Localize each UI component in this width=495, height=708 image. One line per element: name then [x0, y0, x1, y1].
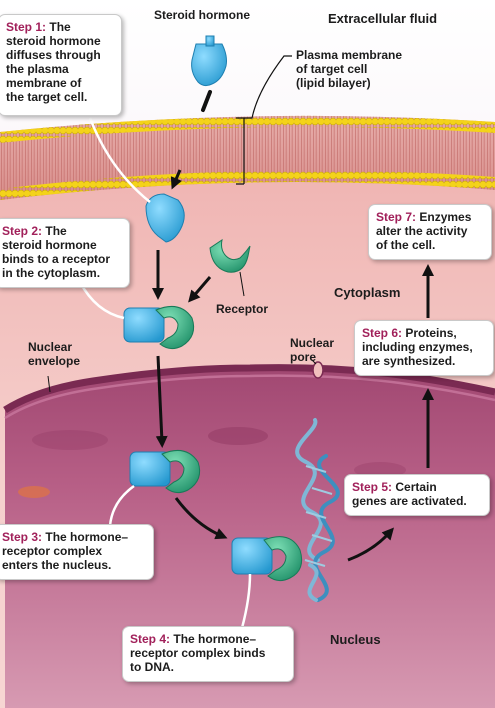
step4-text: to DNA.: [130, 660, 174, 674]
step1-callout: Step 1: The steroid hormone diffuses thr…: [0, 14, 122, 116]
hormone-receptor-complex-nucleus: [129, 449, 201, 494]
step3-text: The hormone–: [45, 530, 129, 544]
step5-text: Certain: [395, 480, 437, 494]
step7-number: Step 7:: [376, 210, 417, 224]
leader-receptor: [239, 271, 245, 297]
step3-number: Step 3:: [2, 530, 43, 544]
step1-text: the target cell.: [6, 90, 88, 104]
nuclear-envelope-inner: [4, 374, 495, 420]
label-extracellular-fluid: Extracellular fluid: [328, 11, 438, 26]
arrow-into-nucleus: [155, 355, 168, 448]
step6-text: Proteins,: [405, 326, 457, 340]
step2-text: in the cytoplasm.: [2, 266, 101, 280]
step6-callout: Step 6: Proteins, including enzymes, are…: [354, 320, 494, 376]
step4-text: The hormone–: [173, 632, 257, 646]
step1-number: Step 1:: [6, 20, 47, 34]
label-nuclear-pore: Nuclear pore: [290, 336, 335, 364]
step2-text: The: [45, 224, 67, 238]
step1-text: membrane of: [6, 76, 82, 90]
label-cytoplasm: Cytoplasm: [334, 285, 401, 300]
nuclear-pore: [312, 361, 324, 379]
arrow-gene-activation: [347, 527, 394, 562]
step2-callout: Step 2: The steroid hormone binds to a r…: [0, 218, 130, 288]
leader-step1: [88, 117, 151, 203]
step3-text: receptor complex: [2, 544, 103, 558]
nucleus-texture: [208, 427, 268, 445]
step2-number: Step 2:: [2, 224, 43, 238]
step6-number: Step 6:: [362, 326, 403, 340]
label-nucleus: Nucleus: [330, 632, 381, 647]
free-receptor: [209, 238, 251, 273]
nuclear-envelope: [3, 364, 495, 413]
hormone-in-membrane: [145, 193, 185, 243]
step7-text: Enzymes: [419, 210, 472, 224]
step1-text: The: [49, 20, 71, 34]
arrow-to-dna: [174, 497, 228, 540]
step2-text: binds to a receptor: [2, 252, 111, 266]
step7-text: alter the activity: [376, 224, 468, 238]
step4-text: receptor complex binds: [130, 646, 266, 660]
leader-plasma-membrane: [236, 55, 292, 185]
leader-step3: [108, 484, 135, 527]
steroid-hormone-molecule: [191, 35, 227, 112]
label-steroid-hormone: Steroid hormone: [154, 8, 251, 22]
step5-number: Step 5:: [352, 480, 393, 494]
step2-text: steroid hormone: [2, 238, 97, 252]
step7-text: of the cell.: [376, 238, 436, 252]
step1-text: steroid hormone: [6, 34, 101, 48]
step4-callout: Step 4: The hormone– receptor complex bi…: [122, 626, 294, 682]
membrane-outer-heads: [0, 115, 495, 143]
hormone-receptor-complex-cytoplasm: [123, 305, 195, 350]
step3-text: enters the nucleus.: [2, 558, 112, 572]
leader-step4: [240, 573, 252, 629]
step1-text: diffuses through: [6, 48, 101, 62]
step5-text: genes are activated.: [352, 494, 467, 508]
dna-helix: [295, 418, 340, 602]
label-plasma-membrane: Plasma membrane of target cell (lipid bi…: [296, 48, 403, 90]
label-nuclear-envelope: Nuclear envelope: [28, 340, 81, 368]
hormone-receptor-complex-dna: [231, 536, 303, 582]
leader-nuclear-envelope: [47, 375, 51, 393]
step4-number: Step 4:: [130, 632, 171, 646]
nucleolus: [18, 486, 50, 498]
step6-text: are synthesized.: [362, 354, 456, 368]
arrow-receptor-to-complex: [188, 276, 212, 303]
step6-text: including enzymes,: [362, 340, 473, 354]
step1-text: the plasma: [6, 62, 69, 76]
step3-callout: Step 3: The hormone– receptor complex en…: [0, 524, 154, 580]
step5-callout: Step 5: Certain genes are activated.: [344, 474, 490, 516]
nucleus-texture: [32, 430, 108, 450]
leader-nuclear-pore: [311, 359, 317, 365]
step7-callout: Step 7: Enzymes alter the activity of th…: [368, 204, 492, 260]
label-receptor: Receptor: [216, 302, 269, 316]
arrow-cross-membrane: [170, 169, 182, 190]
